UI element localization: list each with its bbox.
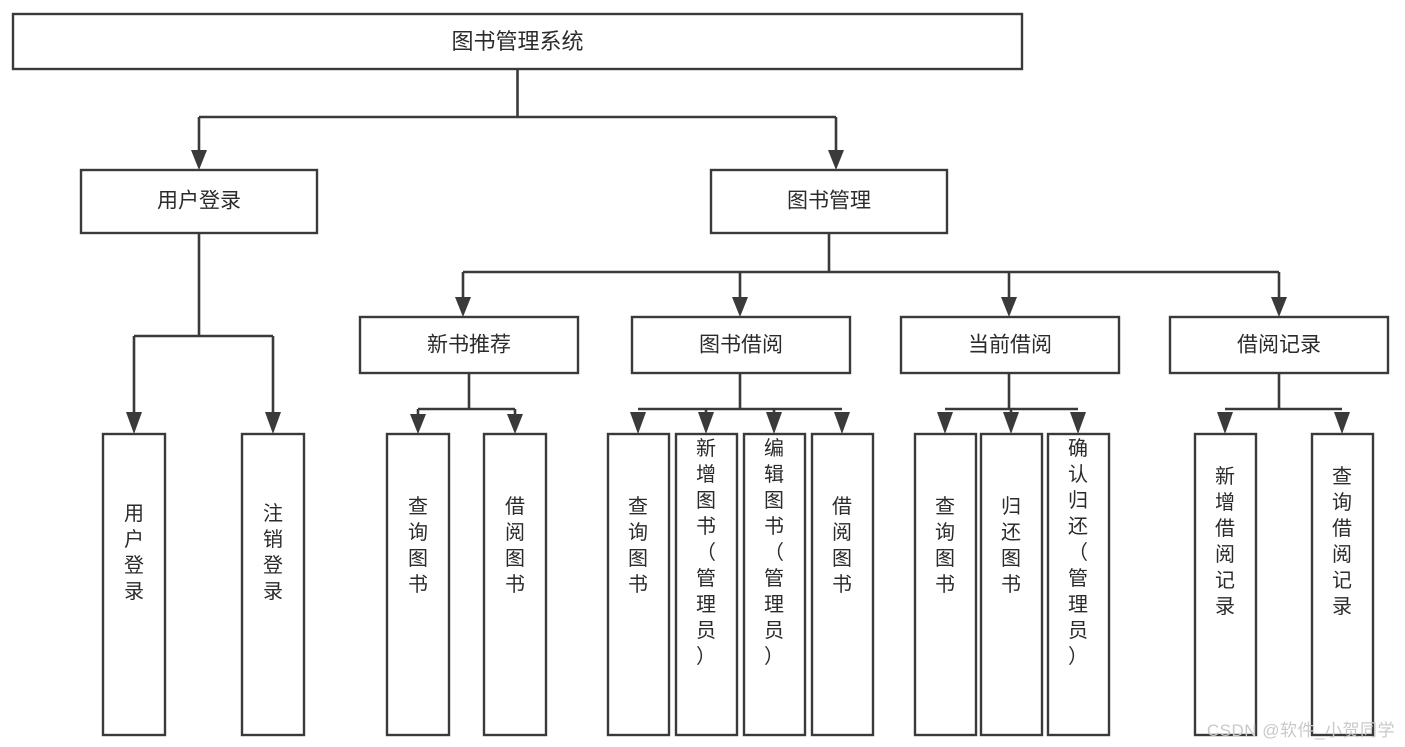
leaf-user-login-box[interactable] bbox=[101, 432, 167, 737]
leaf-query-book-current-label: 查询图书 bbox=[935, 495, 955, 596]
node-current-borrow-label: 当前借阅 bbox=[968, 334, 1052, 357]
leaf-node-confirm-return[interactable]: 确认归还（管理员） bbox=[1046, 432, 1111, 737]
arrow-head-leaf-query-record bbox=[1334, 412, 1350, 434]
arrow-head-leaf-return-book bbox=[1003, 412, 1019, 434]
leaf-query-borrow-record-label: 查询借阅记录 bbox=[1332, 465, 1352, 618]
leaf-return-book-label: 归还图书 bbox=[1001, 495, 1021, 596]
leaf-node-query-book-borrow[interactable]: 查询图书 bbox=[606, 432, 671, 737]
arrow-head-current-borrow bbox=[1001, 297, 1017, 317]
arrow-head-leaf-query-book-c bbox=[937, 412, 953, 434]
node-root-box[interactable] bbox=[11, 12, 1024, 71]
arrow-head-leaf-query-book-b bbox=[630, 412, 646, 434]
leaf-node-borrow-book[interactable]: 借阅图书 bbox=[810, 432, 875, 737]
connector-group-current-borrow bbox=[937, 373, 1086, 434]
node-user-login-label: 用户登录 bbox=[157, 190, 241, 213]
leaf-borrow-book-rec-box[interactable] bbox=[482, 432, 548, 737]
leaf-node-query-book-rec[interactable]: 查询图书 bbox=[385, 432, 451, 737]
arrow-head-leaf-confirm-return bbox=[1070, 412, 1086, 434]
node-borrow-record-label: 借阅记录 bbox=[1237, 334, 1321, 357]
leaf-add-book-label: 新增图书（管理员） bbox=[696, 437, 716, 668]
node-book-borrow[interactable]: 图书借阅 bbox=[630, 315, 852, 375]
leaf-logout-label: 注销登录 bbox=[263, 502, 283, 603]
csdn-watermark: CSDN @软件_小贺同学 bbox=[1206, 721, 1395, 740]
node-book-management[interactable]: 图书管理 bbox=[709, 168, 949, 235]
node-book-borrow-box[interactable] bbox=[630, 315, 852, 375]
leaf-add-borrow-record-label: 新增借阅记录 bbox=[1215, 465, 1235, 618]
leaf-query-book-rec-box[interactable] bbox=[385, 432, 451, 737]
arrow-head-leaf-user-login bbox=[126, 412, 142, 434]
leaf-query-book-borrow-label: 查询图书 bbox=[628, 495, 648, 596]
arrow-head-book-mgmt bbox=[828, 150, 844, 170]
connector-group-new-book-rec bbox=[410, 373, 523, 434]
arrow-head-new-book-rec bbox=[455, 297, 471, 317]
leaf-node-query-book-current[interactable]: 查询图书 bbox=[913, 432, 978, 737]
leaf-node-add-book[interactable]: 新增图书（管理员） bbox=[674, 432, 739, 737]
leaf-node-return-book[interactable]: 归还图书 bbox=[979, 432, 1044, 737]
leaf-node-edit-book[interactable]: 编辑图书（管理员） bbox=[742, 432, 807, 737]
leaf-node-query-borrow-record[interactable]: 查询借阅记录 bbox=[1310, 432, 1375, 737]
connector-group-book-mgmt bbox=[455, 233, 1287, 317]
node-book-borrow-label: 图书借阅 bbox=[699, 334, 783, 357]
node-borrow-record[interactable]: 借阅记录 bbox=[1168, 315, 1390, 375]
leaf-edit-book-box[interactable] bbox=[742, 432, 807, 737]
leaf-query-book-borrow-box[interactable] bbox=[606, 432, 671, 737]
arrow-head-leaf-add-record bbox=[1217, 412, 1233, 434]
leaf-query-book-rec-label: 查询图书 bbox=[408, 495, 428, 596]
leaf-confirm-return-label: 确认归还（管理员） bbox=[1068, 437, 1088, 668]
leaf-edit-book-label: 编辑图书（管理员） bbox=[764, 437, 784, 668]
arrow-head-leaf-add-book bbox=[698, 412, 714, 434]
leaf-borrow-book-label: 借阅图书 bbox=[832, 495, 852, 596]
node-current-borrow[interactable]: 当前借阅 bbox=[899, 315, 1121, 375]
leaf-node-borrow-book-rec[interactable]: 借阅图书 bbox=[482, 432, 548, 737]
leaf-logout-box[interactable] bbox=[240, 432, 306, 737]
arrow-head-book-borrow bbox=[732, 297, 748, 317]
leaf-add-book-box[interactable] bbox=[674, 432, 739, 737]
leaf-return-book-box[interactable] bbox=[979, 432, 1044, 737]
leaf-borrow-book-box[interactable] bbox=[810, 432, 875, 737]
node-book-management-box[interactable] bbox=[709, 168, 949, 235]
node-book-management-label: 图书管理 bbox=[787, 190, 871, 213]
node-borrow-record-box[interactable] bbox=[1168, 315, 1390, 375]
connector-group-user-login bbox=[126, 233, 281, 434]
leaf-query-book-current-box[interactable] bbox=[913, 432, 978, 737]
arrow-head-leaf-edit-book bbox=[766, 412, 782, 434]
node-root[interactable]: 图书管理系统 bbox=[11, 12, 1024, 71]
node-user-login[interactable]: 用户登录 bbox=[79, 168, 319, 235]
node-new-book-recommend[interactable]: 新书推荐 bbox=[358, 315, 580, 375]
leaf-user-login-label: 用户登录 bbox=[124, 503, 144, 603]
leaf-node-add-borrow-record[interactable]: 新增借阅记录 bbox=[1193, 432, 1258, 737]
arrow-head-user-login bbox=[191, 150, 207, 170]
arrow-head-leaf-borrow-book-a bbox=[507, 414, 523, 434]
node-root-label: 图书管理系统 bbox=[451, 29, 583, 54]
leaf-borrow-book-rec-label: 借阅图书 bbox=[505, 495, 525, 596]
leaf-add-borrow-record-box[interactable] bbox=[1193, 432, 1258, 737]
arrow-head-borrow-record bbox=[1271, 297, 1287, 317]
node-new-book-recommend-box[interactable] bbox=[358, 315, 580, 375]
leaf-node-logout[interactable]: 注销登录 bbox=[240, 432, 306, 737]
connector-group-book-borrow bbox=[630, 373, 850, 434]
node-user-login-box[interactable] bbox=[79, 168, 319, 235]
arrow-head-leaf-query-book-a bbox=[410, 414, 426, 434]
connector-group-root bbox=[191, 69, 844, 170]
arrow-head-leaf-logout bbox=[265, 412, 281, 434]
leaf-node-user-login[interactable]: 用户登录 bbox=[101, 432, 167, 737]
leaf-query-borrow-record-box[interactable] bbox=[1310, 432, 1375, 737]
node-current-borrow-box[interactable] bbox=[899, 315, 1121, 375]
connector-group-borrow-record bbox=[1217, 373, 1350, 434]
arrow-head-leaf-borrow-book-b bbox=[834, 412, 850, 434]
node-new-book-recommend-label: 新书推荐 bbox=[427, 334, 511, 357]
leaf-confirm-return-box[interactable] bbox=[1046, 432, 1111, 737]
